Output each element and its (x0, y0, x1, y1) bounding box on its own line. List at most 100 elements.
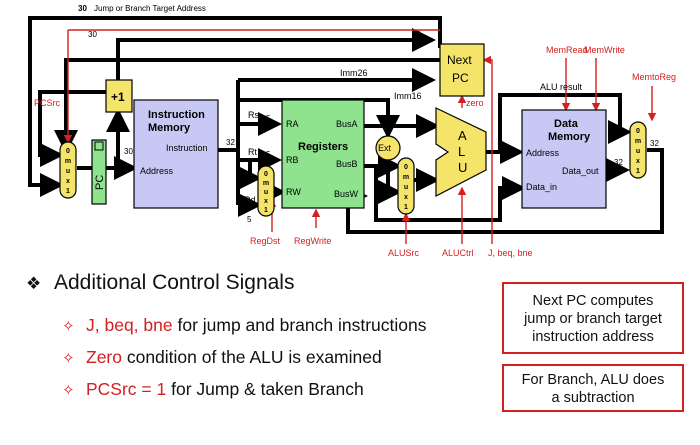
svg-text:5: 5 (266, 150, 271, 159)
ra-label: RA (286, 119, 299, 129)
svg-text:5: 5 (266, 114, 271, 123)
svg-text:0: 0 (404, 164, 408, 171)
svg-text:u: u (66, 168, 70, 175)
alu-letter-u: U (458, 160, 467, 175)
pcsrc-label: PCSrc (34, 98, 61, 108)
regdst-label: RegDst (250, 236, 281, 246)
next-pc-label-2: PC (452, 71, 469, 85)
zero-label: zero (466, 98, 484, 108)
next-pc (439, 43, 485, 97)
bullet-heading: ❖Additional Control Signals (26, 271, 295, 294)
dmem-data-out: Data_out (562, 166, 599, 176)
svg-text:0: 0 (264, 171, 268, 178)
pc-mux (59, 141, 77, 199)
svg-text:1: 1 (264, 207, 268, 214)
rb-label: RB (286, 155, 299, 165)
registers-title: Registers (298, 141, 348, 153)
svg-text:m: m (65, 158, 71, 165)
memwrite-label: MemWrite (584, 45, 625, 55)
star-bullet-icon: ✧ (62, 350, 75, 367)
imem-instruction: Instruction (166, 143, 208, 153)
svg-text:32: 32 (614, 158, 623, 167)
svg-text:x: x (404, 194, 408, 201)
plus1-to-mux-bus (38, 90, 118, 167)
memread-label: MemRead (546, 45, 588, 55)
svg-text:m: m (635, 138, 641, 145)
data-memory (521, 109, 607, 209)
dmem-address: Address (526, 148, 560, 158)
memtoreg-label: MemtoReg (632, 72, 676, 82)
aluctrl-label: ALUCtrl (442, 248, 474, 258)
register-file (281, 99, 365, 209)
svg-text:u: u (404, 184, 408, 191)
pc-register (91, 139, 107, 205)
svg-text:x: x (66, 178, 70, 185)
bullet-item: ✧PCSrc = 1 for Jump & taken Branch (62, 379, 364, 399)
svg-text:32: 32 (650, 139, 659, 148)
alu-letter-l: L (458, 144, 465, 159)
next-pc-label-1: Next (447, 53, 472, 67)
imem-title-1: Instruction (148, 109, 205, 121)
svg-text:0: 0 (66, 148, 70, 155)
j-beq-bne-label: J, beq, bne (488, 248, 533, 258)
instruction-memory (133, 99, 219, 209)
memtoreg-mux (629, 121, 647, 179)
star-bullet-icon: ✧ (62, 382, 75, 399)
svg-text:u: u (264, 189, 268, 196)
dmem-title-2: Memory (548, 131, 591, 143)
svg-text:u: u (636, 148, 640, 155)
pc-mux-letters: 0 m u x 1 (65, 148, 71, 195)
pc-plus1-bus (116, 28, 436, 80)
svg-text:1: 1 (66, 188, 70, 195)
svg-text:1: 1 (636, 168, 640, 175)
dmem-data-in: Data_in (526, 182, 557, 192)
dmem-title-1: Data (554, 118, 579, 130)
sign-extender (375, 135, 401, 161)
rd-label: Rd (244, 195, 256, 205)
imem-title-2: Memory (148, 122, 191, 134)
svg-text:5: 5 (247, 215, 252, 224)
alu (435, 107, 487, 197)
svg-text:32: 32 (226, 138, 235, 147)
next-pc-note: Next PC computes jump or branch target i… (502, 282, 684, 354)
imm16-label: Imm16 (394, 91, 422, 101)
imm26-label: Imm26 (340, 68, 368, 78)
svg-text:30: 30 (412, 30, 421, 39)
svg-text:m: m (263, 180, 269, 187)
svg-text:1: 1 (404, 204, 408, 211)
memtoreg-mux-letters: 0 m u x 1 (635, 128, 641, 175)
bullet-item: ✧J, beq, bne for jump and branch instruc… (62, 315, 427, 335)
alu-letter-a: A (458, 128, 467, 143)
alu-subtraction-note: For Branch, ALU does a subtraction (502, 364, 684, 412)
plus1-label: +1 (111, 90, 125, 104)
target-address-bus (28, 16, 442, 197)
diamond-bullet-icon: ❖ (26, 274, 42, 293)
alusrc-mux (397, 157, 415, 215)
rt-label: Rt (248, 147, 257, 157)
svg-text:0: 0 (636, 128, 640, 135)
star-bullet-icon: ✧ (62, 318, 75, 335)
rw-label: RW (286, 187, 301, 197)
busa-label: BusA (336, 119, 358, 129)
svg-text:x: x (264, 198, 268, 205)
busb-label: BusB (336, 159, 358, 169)
svg-text:m: m (403, 174, 409, 181)
busw-label: BusW (334, 189, 359, 199)
svg-text:30: 30 (88, 30, 97, 39)
svg-text:30: 30 (124, 147, 133, 156)
alusrc-label: ALUSrc (388, 248, 420, 258)
regdst-mux-letters: 0 m u x 1 (263, 171, 269, 214)
alusrc-mux-letters: 0 m u x 1 (403, 164, 409, 211)
width-label: 30 (78, 4, 87, 13)
plus1-adder (105, 79, 133, 113)
svg-text:x: x (636, 158, 640, 165)
regdst-mux (257, 165, 275, 217)
imem-address: Address (140, 166, 174, 176)
alu-result-label: ALU result (540, 82, 583, 92)
bullet-item: ✧Zero condition of the ALU is examined (62, 347, 382, 367)
regwrite-label: RegWrite (294, 236, 331, 246)
rs-label: Rs (248, 110, 259, 120)
target-bus-label: Jump or Branch Target Address (94, 4, 206, 13)
